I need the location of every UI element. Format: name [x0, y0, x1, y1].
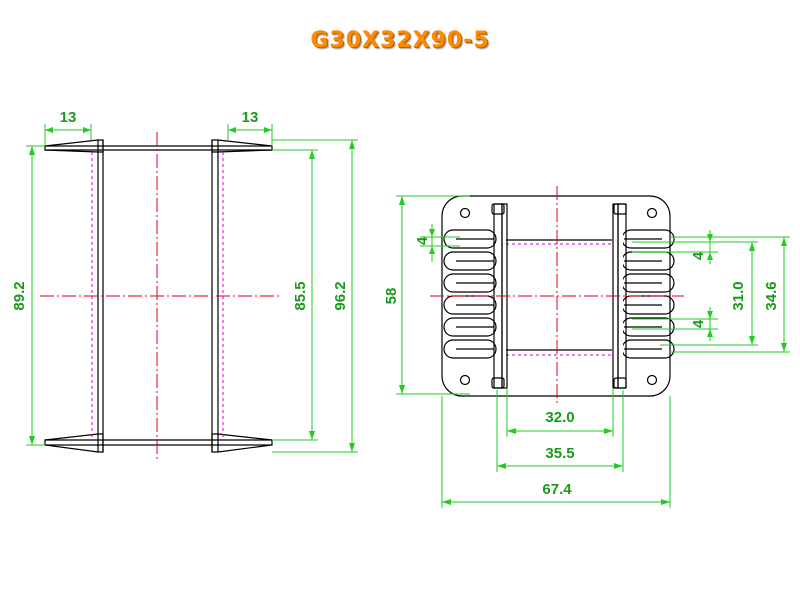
- dim-label: 4: [414, 236, 431, 245]
- dim-label: 35.5: [545, 445, 574, 462]
- side-view: 13 13 89.2: [11, 109, 358, 460]
- mounting-hole: [459, 207, 471, 219]
- dim-label: 89.2: [11, 281, 28, 310]
- dim-flange-height: 34.6: [670, 236, 790, 353]
- dim-label: 4: [690, 251, 707, 260]
- dim-end-height: 58: [383, 195, 470, 395]
- end-view: 58 4 4: [383, 186, 790, 508]
- bottom-flange: [44, 433, 273, 453]
- dim-right-pin-gap-top: 4: [632, 230, 718, 264]
- dim-label: 85.5: [292, 281, 309, 310]
- dim-top-left: 13: [44, 109, 92, 146]
- dim-top-right: 13: [227, 109, 273, 146]
- dim-label: 67.4: [542, 481, 572, 498]
- drawing-title: G30X32X90-5: [310, 28, 490, 53]
- dim-right-pin-gap-bottom: 4: [632, 307, 718, 341]
- right-pin-slots: [621, 229, 675, 359]
- left-pin-slots: [443, 229, 497, 359]
- dim-label: 4: [690, 319, 707, 328]
- dim-left-pin-gap: 4: [414, 224, 460, 262]
- dim-label: 32.0: [545, 409, 574, 426]
- dim-label: 58: [383, 288, 400, 305]
- mounting-hole: [646, 207, 658, 219]
- dim-height-left: 89.2: [11, 145, 45, 446]
- dim-label: 96.2: [332, 281, 349, 310]
- dim-label: 31.0: [730, 281, 747, 310]
- dim-height-inner: 85.5: [272, 149, 318, 441]
- dim-label: 13: [242, 109, 259, 126]
- dim-middle-width: 35.5: [496, 390, 624, 472]
- dim-total-width: 67.4: [441, 396, 671, 508]
- dim-label: 34.6: [763, 281, 780, 310]
- core-window: [497, 204, 623, 390]
- dim-label: 13: [60, 109, 77, 126]
- dim-slot-height: 31.0: [660, 241, 758, 346]
- dim-inner-width: 32.0: [506, 388, 614, 437]
- mounting-hole: [459, 374, 471, 386]
- mounting-hole: [646, 374, 658, 386]
- top-flange: [44, 139, 273, 153]
- dim-height-total: 96.2: [272, 139, 358, 453]
